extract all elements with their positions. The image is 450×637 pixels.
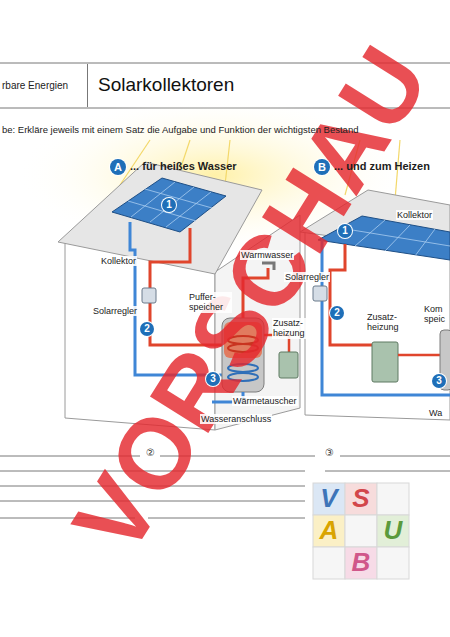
part-label: Solarregler [92, 306, 138, 316]
logo-cell [377, 515, 409, 547]
auxiliary-heater [279, 352, 298, 378]
part-label: Puffer- speicher [188, 292, 232, 313]
collector-grid-line [385, 225, 410, 251]
callout-number: 2 [140, 322, 154, 336]
solar-controller [142, 288, 156, 303]
collector-grid-line [131, 182, 175, 217]
instruction: be: Erkläre jeweils mit einem Satz die A… [2, 124, 358, 135]
section-heading: ... für heißes Wasser [130, 160, 237, 172]
part-label: Wasseranschluss [200, 414, 272, 424]
line-number: ② [144, 447, 157, 458]
collector-grid-line [415, 229, 435, 256]
logo-cell [345, 547, 377, 579]
hot-pipe [398, 354, 440, 357]
page-title: Solarkollektoren [98, 74, 234, 96]
logo-cell [313, 547, 345, 579]
collector-grid [128, 182, 212, 227]
line-number: ③ [323, 447, 336, 458]
section-heading: ... und zum Heizen [334, 160, 430, 172]
collector-grid [340, 220, 450, 256]
callout-number: 3 [432, 374, 446, 388]
part-label: Zusatz- heizung [366, 312, 408, 333]
callout-number: 1 [162, 198, 176, 212]
logo-letter: S [345, 483, 377, 515]
answer-line [325, 471, 450, 472]
answer-line [340, 456, 450, 457]
part-label: Wärmetauscher [232, 396, 298, 406]
logo-grid [313, 483, 409, 579]
collector-grid-line [355, 220, 385, 246]
part-label: Kollektor [100, 256, 137, 266]
logo-cell [345, 515, 377, 547]
logo-letter: B [345, 547, 377, 579]
header-cell: rbare Energien [0, 64, 88, 107]
logo-cell [313, 515, 345, 547]
callout-number: 3 [206, 372, 220, 386]
part-label: Kom speic [423, 304, 447, 325]
logo-letter: A [313, 515, 345, 547]
watermark: VORSCHAU [56, 31, 444, 569]
callout-number: 1 [338, 224, 352, 238]
logo-cell [345, 483, 377, 515]
part-label: Wa [428, 408, 443, 418]
subject-label: rbare Energien [0, 80, 68, 91]
callout-number: 2 [330, 306, 344, 320]
part-label: Zusatz- heizung [272, 318, 314, 339]
auxiliary-heater [372, 342, 398, 382]
logo-cell [377, 547, 409, 579]
part-label: Warmwasser [240, 250, 294, 260]
logo-letter: V [313, 483, 345, 515]
section-badge: A [110, 159, 126, 175]
section-badge: B [314, 159, 330, 175]
collector-grid-line [150, 187, 194, 222]
part-label: Solarregler [284, 272, 330, 282]
logo-cell [313, 483, 345, 515]
part-label: Kollektor [396, 210, 433, 220]
collector-grid-line [145, 189, 212, 208]
logo-letter: U [377, 515, 409, 547]
cold-pipe [322, 240, 450, 395]
logo-cell [377, 483, 409, 515]
